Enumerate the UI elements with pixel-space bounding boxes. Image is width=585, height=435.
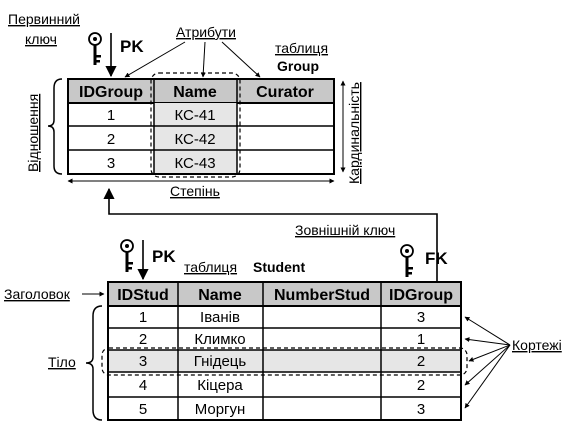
student-cell: 5 <box>139 401 147 418</box>
group-cell: КС-41 <box>174 107 215 124</box>
header-label: Заголовок <box>4 286 71 302</box>
student-col-numberstud: NumberStud <box>274 287 370 304</box>
student-cell: 3 <box>139 353 147 370</box>
student-cell: 4 <box>139 377 147 394</box>
student-table: IDStud Name NumberStud IDGroup 1 Іванів … <box>101 281 468 421</box>
group-table: IDGroup Name Curator 1 КС-41 2 КС-42 3 К… <box>67 72 335 178</box>
group-cell: 2 <box>107 131 115 148</box>
key-icon <box>400 244 414 277</box>
student-cell: Гнідець <box>194 353 247 370</box>
student-cell: Іванів <box>200 309 240 326</box>
student-table-word: таблиця <box>184 259 237 275</box>
pk-label-top: PK <box>120 37 144 56</box>
foreign-key-connector <box>103 187 438 283</box>
student-cell: Моргун <box>195 401 246 418</box>
student-cell: Климко <box>194 331 245 348</box>
student-cell: 1 <box>417 331 425 348</box>
relation-brace <box>47 78 63 175</box>
fk-label: FK <box>425 249 448 268</box>
group-cell: КС-43 <box>174 155 215 172</box>
relation-label: Відношення <box>25 94 41 172</box>
student-col-idstud: IDStud <box>117 287 169 304</box>
student-col-idgroup: IDGroup <box>389 287 453 304</box>
primary-key-label-line1: Первинний <box>8 11 80 27</box>
student-cell: 3 <box>417 309 425 326</box>
primary-key-label-line2: ключ <box>25 31 57 47</box>
tuples-arrow-5 <box>464 344 511 409</box>
attributes-label: Атрибути <box>176 24 236 40</box>
student-cell: 2 <box>417 353 425 370</box>
degree-label: Степінь <box>170 183 220 199</box>
student-cell: Кіцера <box>197 377 243 394</box>
tuples-arrow-4 <box>464 344 511 386</box>
group-col-curator: Curator <box>256 84 314 101</box>
group-cell: 3 <box>107 155 115 172</box>
group-col-idgroup: IDGroup <box>79 84 143 101</box>
tuples-arrow-2 <box>464 337 511 346</box>
group-col-name: Name <box>173 84 217 101</box>
student-col-name: Name <box>198 287 242 304</box>
tuples-arrow-1 <box>464 316 511 346</box>
group-cell: КС-42 <box>174 131 215 148</box>
attributes-arrow-1 <box>124 41 186 78</box>
foreign-key-label: Зовнішній ключ <box>295 222 395 238</box>
body-brace <box>85 305 103 421</box>
group-table-word: таблиця <box>275 40 328 56</box>
group-table-name: Group <box>277 58 319 74</box>
group-cell: 1 <box>107 107 115 124</box>
tuples-label: Кортежі <box>512 337 562 353</box>
student-cell: 3 <box>417 401 425 418</box>
body-label: Тіло <box>48 354 76 370</box>
cardinality-label: Кардинальність <box>346 82 362 184</box>
attributes-arrow-3 <box>221 41 261 78</box>
student-cell: 1 <box>139 309 147 326</box>
pk-label-bottom: PK <box>152 247 176 266</box>
tuples-arrow-3 <box>468 344 511 362</box>
key-icon <box>88 32 102 65</box>
attributes-arrow-2 <box>200 41 206 78</box>
student-table-name: Student <box>253 259 305 275</box>
student-cell: 2 <box>417 377 425 394</box>
student-cell: 2 <box>139 331 147 348</box>
key-icon <box>120 239 134 272</box>
